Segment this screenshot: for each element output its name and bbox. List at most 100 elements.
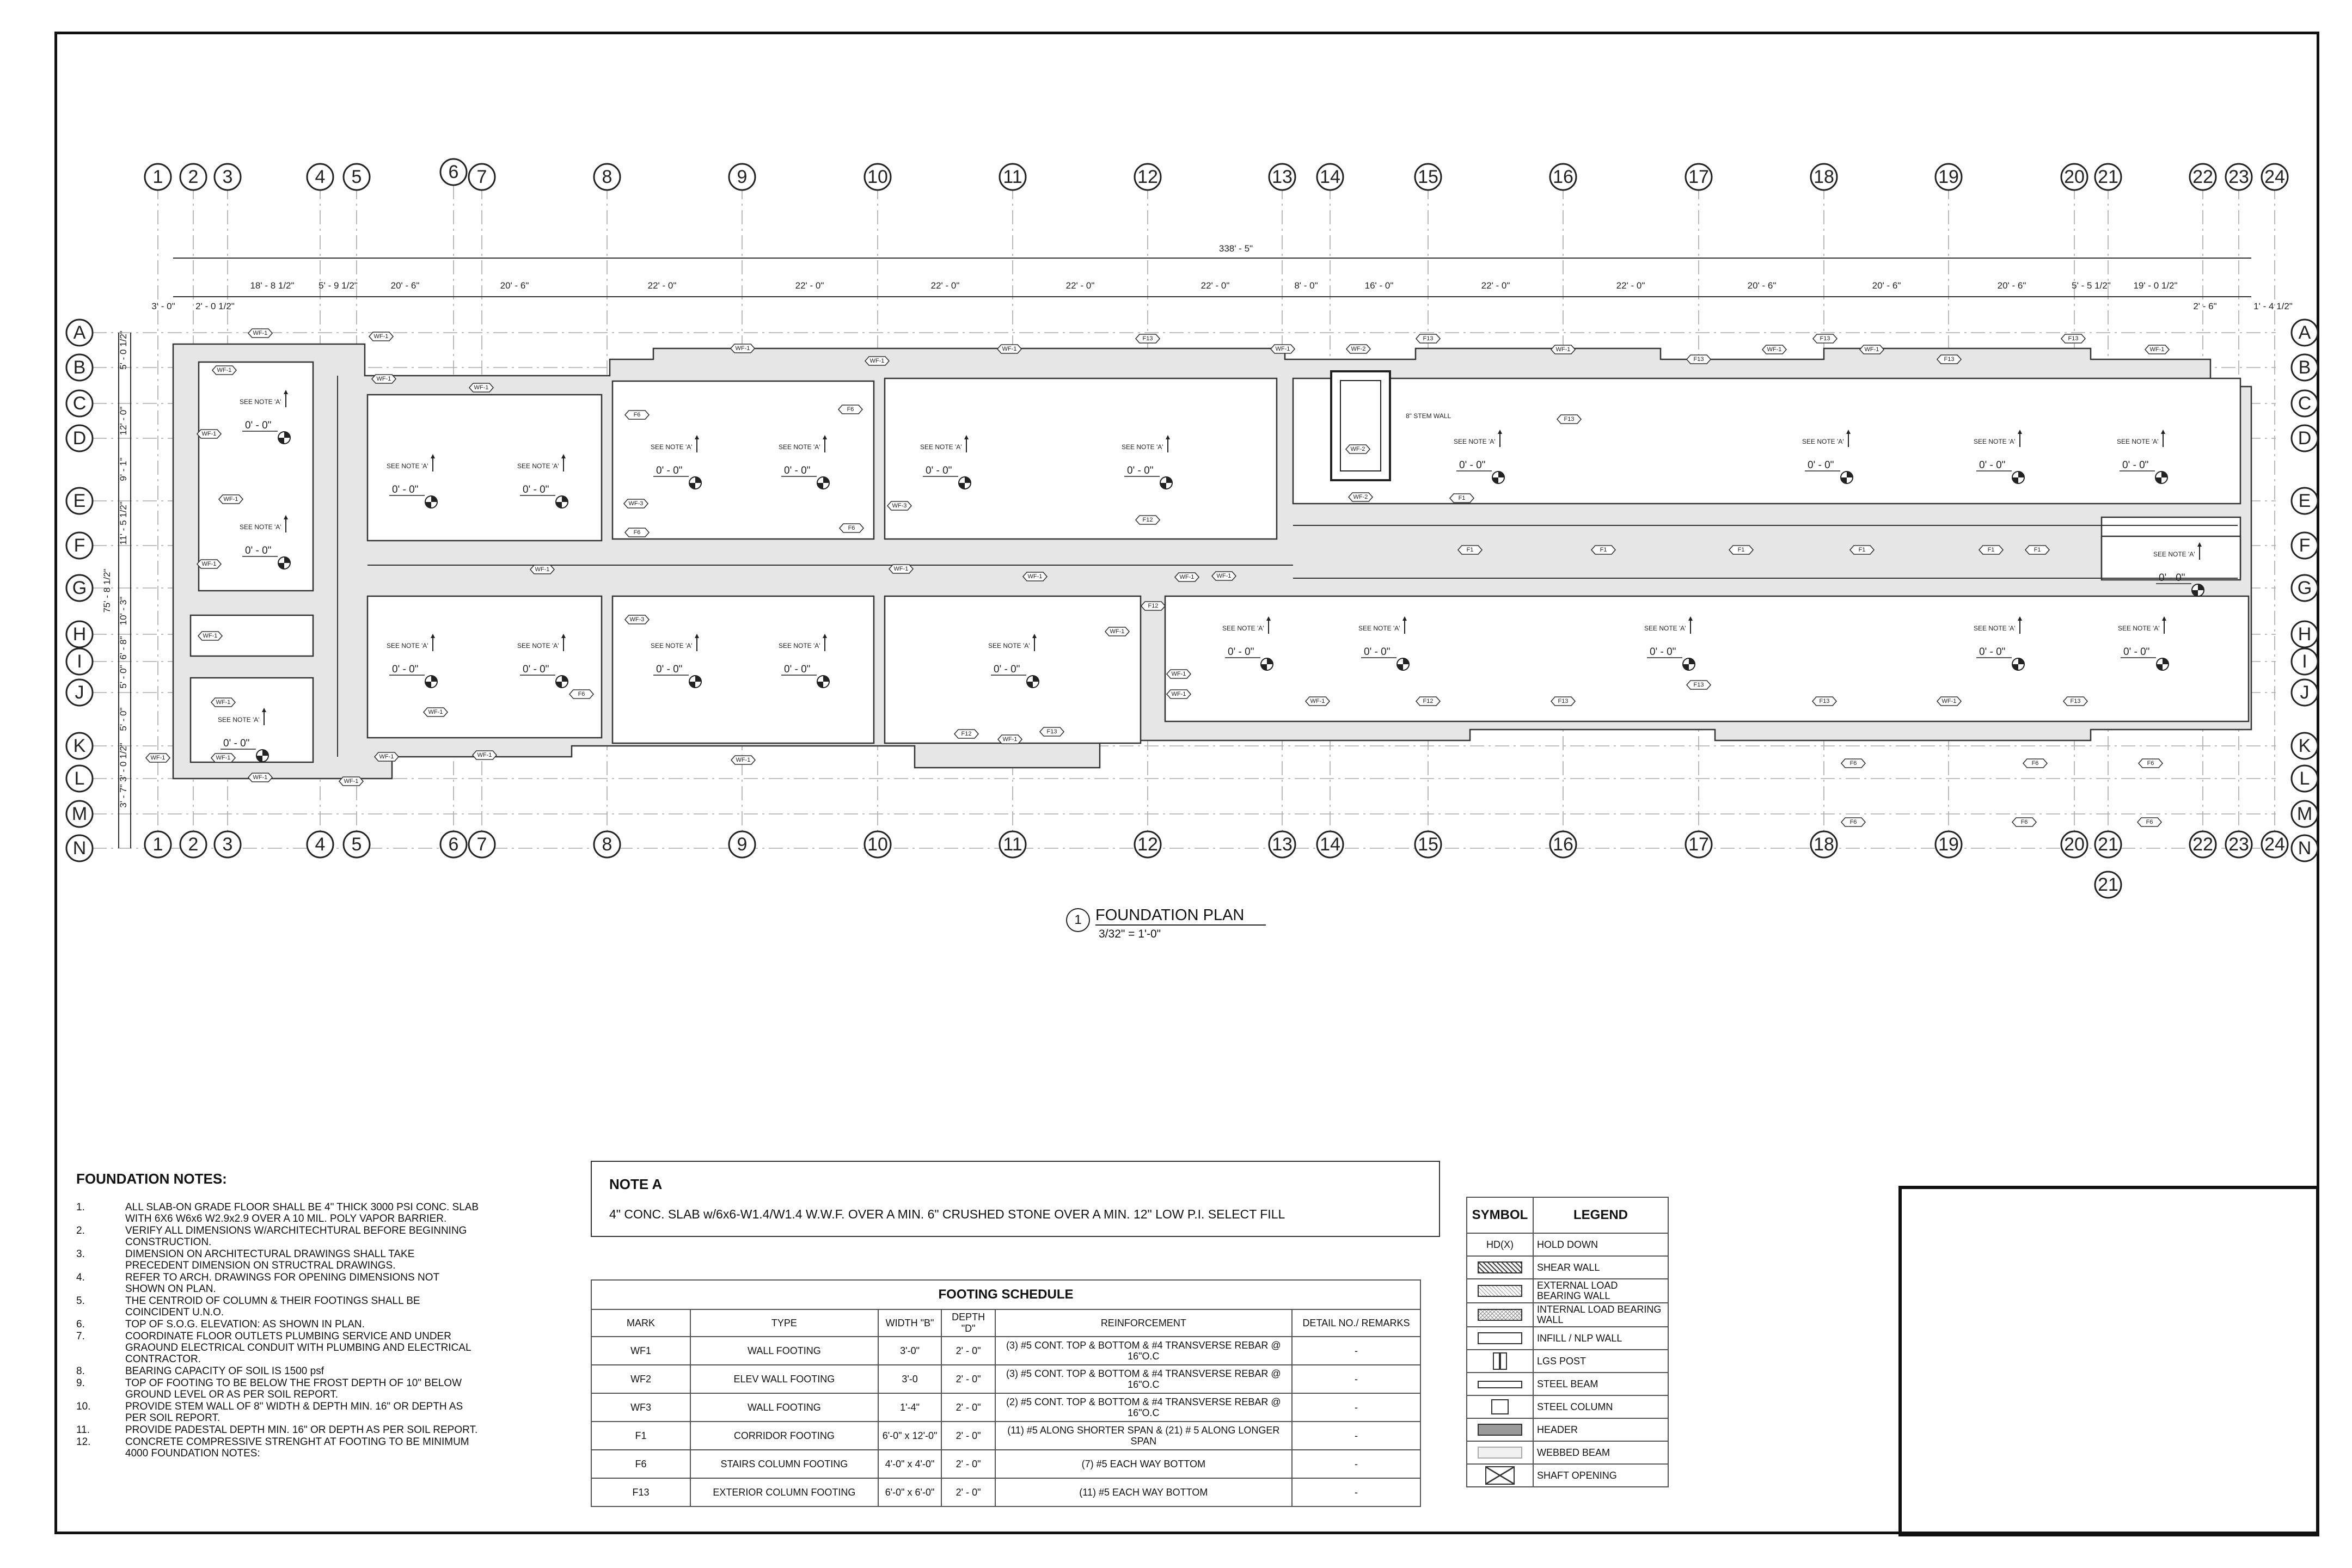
grid-bubble-label: G (2298, 578, 2312, 598)
lgs-post-icon (1493, 1352, 1507, 1370)
svg-text:SEE NOTE 'A': SEE NOTE 'A' (779, 443, 820, 451)
svg-text:0' - 0": 0' - 0" (392, 664, 418, 675)
footing-tag: WF-1 (888, 564, 914, 574)
footing-tag: F1 (1728, 545, 1754, 555)
left-segment-dimension: 5' - 0" (118, 707, 128, 731)
grid-bubble-label: 23 (2228, 834, 2249, 855)
svg-text:WF-1: WF-1 (217, 367, 232, 373)
grid-bubble-col-6: 6 (439, 158, 468, 186)
see-note-marker: SEE NOTE 'A'0' - 0" (517, 634, 568, 688)
grid-bubble-label: 24 (2264, 834, 2285, 855)
schedule-header-cell: TYPE (690, 1309, 879, 1337)
svg-text:F13: F13 (1143, 335, 1153, 342)
svg-text:F13: F13 (1694, 682, 1704, 688)
svg-text:WF-1: WF-1 (1217, 573, 1232, 579)
schedule-header-cell: REINFORCEMENT (994, 1309, 1293, 1337)
legend-label: HEADER (1533, 1418, 1669, 1442)
grid-bubble-row-H: H (65, 620, 94, 648)
footing-tag: WF-1 (730, 344, 756, 353)
schedule-cell: (3) #5 CONT. TOP & BOTTOM & #4 TRANSVERS… (994, 1336, 1293, 1365)
grid-bubble-label: 6 (449, 162, 459, 182)
svg-text:0' - 0": 0' - 0" (245, 545, 271, 556)
schedule-cell: 3'-0 (877, 1364, 942, 1394)
left-segment-dimension: 3' - 7" (118, 784, 128, 807)
steel-beam-icon (1478, 1380, 1522, 1388)
svg-text:0' - 0": 0' - 0" (2159, 572, 2185, 584)
grid-bubble-row-D: D (65, 424, 94, 452)
grid-bubble-col-4: 4 (306, 830, 334, 859)
grid-bubble-col-17: 17 (1685, 830, 1713, 859)
footing-tag: WF-1 (371, 374, 397, 384)
footing-tag: WF-1 (529, 565, 555, 574)
grid-bubble-label: A (2299, 322, 2311, 343)
svg-text:WF-1: WF-1 (736, 757, 751, 763)
plan-title-number: 1 (1066, 908, 1090, 932)
schedule-cell: CORRIDOR FOOTING (690, 1421, 879, 1450)
footing-tag: F12 (953, 729, 979, 739)
legend-label: INFILL / NLP WALL (1533, 1326, 1669, 1350)
segment-dimension: 22' - 0" (1616, 280, 1645, 291)
footing-tag: WF-1 (247, 773, 273, 782)
svg-text:0' - 0": 0' - 0" (523, 484, 549, 495)
footing-tag: WF-1 (218, 494, 244, 504)
legend-symbol (1466, 1255, 1534, 1279)
grid-bubble-label: N (73, 838, 87, 859)
grid-bubble-col-20: 20 (2060, 830, 2088, 859)
see-note-marker: SEE NOTE 'A'0' - 0" (779, 634, 830, 688)
svg-text:WF-1: WF-1 (1002, 346, 1017, 352)
footing-tag: WF-1 (196, 559, 222, 569)
segment-dimension: 22' - 0" (1066, 280, 1095, 291)
grid-bubble-row-M: M (65, 800, 94, 828)
grid-bubble-label: M (72, 804, 87, 824)
legend-header-cell: LEGEND (1533, 1197, 1669, 1234)
grid-bubble-row-J: J (65, 678, 94, 707)
svg-text:SEE NOTE 'A': SEE NOTE 'A' (2117, 438, 2159, 445)
grid-bubble-label: 18 (1814, 167, 1834, 187)
segment-dimension: 5' - 5 1/2" (2072, 280, 2111, 291)
grid-bubble-label: D (2298, 428, 2312, 449)
svg-text:F13: F13 (2071, 698, 2081, 705)
svg-text:F13: F13 (1820, 698, 1830, 705)
schedule-header-cell: WIDTH "B" (877, 1309, 942, 1337)
svg-text:WF-1: WF-1 (151, 755, 166, 761)
footing-tag: WF-3 (623, 499, 649, 509)
grid-bubble-label: E (2299, 491, 2311, 511)
svg-text:F6: F6 (2021, 819, 2028, 825)
legend-label: SHEAR WALL (1533, 1255, 1669, 1279)
svg-text:WF-1: WF-1 (477, 752, 492, 758)
see-note-marker: SEE NOTE 'A'0' - 0" (1358, 616, 1410, 671)
svg-text:F1: F1 (1988, 547, 1995, 553)
grid-bubble-col-17: 17 (1685, 163, 1713, 191)
svg-text:WF-1: WF-1 (2150, 346, 2165, 353)
footing-tag: F6 (1840, 817, 1866, 827)
grid-bubble-row-I: I (65, 647, 94, 676)
see-note-marker: SEE NOTE 'A'0' - 0" (2153, 542, 2204, 597)
svg-text:SEE NOTE 'A': SEE NOTE 'A' (218, 716, 260, 724)
legend-row: SHEAR WALL (1466, 1255, 1669, 1279)
grid-bubble-label: 23 (2228, 167, 2249, 187)
grid-bubble-label: 21 (2098, 834, 2118, 855)
footing-tag: WF-3 (886, 501, 912, 511)
svg-text:WF-1: WF-1 (1172, 691, 1186, 697)
svg-text:F6: F6 (2032, 760, 2039, 767)
schedule-header-cell: MARK (590, 1309, 691, 1337)
legend-row: STEEL BEAM (1466, 1372, 1669, 1396)
footing-tag: F6 (2011, 817, 2037, 827)
schedule-cell: WF3 (590, 1393, 691, 1422)
grid-bubble-col-19: 19 (1934, 830, 1963, 859)
svg-text:SEE NOTE 'A': SEE NOTE 'A' (651, 443, 693, 451)
footing-tag: WF-1 (1761, 345, 1787, 354)
grid-bubble-label: L (75, 768, 85, 789)
segment-dimension: 20' - 6" (1872, 280, 1901, 291)
grid-bubble-col-10: 10 (863, 830, 892, 859)
grid-bubble-label: 24 (2264, 167, 2285, 187)
svg-text:SEE NOTE 'A': SEE NOTE 'A' (1358, 624, 1400, 632)
legend-symbol: HD(X) (1466, 1233, 1534, 1257)
see-note-marker: SEE NOTE 'A'0' - 0" (779, 435, 830, 489)
segment-dimension: 2' - 6" (2193, 301, 2216, 311)
footing-tag: WF-1 (1304, 696, 1331, 706)
footing-tag: WF-1 (210, 697, 236, 707)
grid-bubble-label: 17 (1688, 834, 1709, 855)
